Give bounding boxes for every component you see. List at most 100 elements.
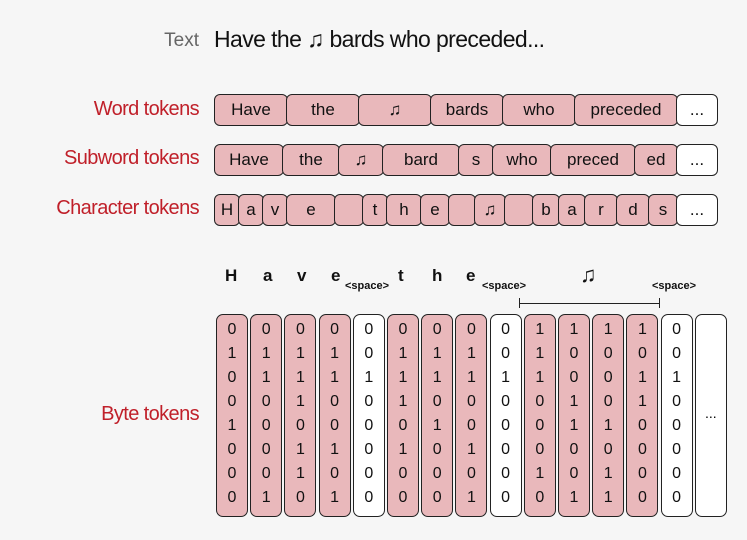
byte-header: a: [263, 266, 273, 285]
byte-bit: 1: [261, 345, 271, 362]
byte-bit: 0: [501, 489, 511, 506]
byte-bit: 0: [432, 321, 442, 338]
byte-bit: 1: [398, 393, 408, 410]
byte-bit: 1: [569, 393, 579, 410]
byte-bit: 1: [637, 321, 647, 338]
byte-bit: 0: [672, 321, 682, 338]
byte-bit: 0: [432, 441, 442, 458]
byte-bit: 1: [466, 441, 476, 458]
byte-bit: 1: [330, 369, 340, 386]
char-token: v: [262, 194, 288, 226]
byte-bit: 0: [466, 393, 476, 410]
word-token: preceded: [574, 94, 678, 126]
byte-bit: 1: [603, 417, 613, 434]
byte-bit: 0: [501, 465, 511, 482]
text-row-label: Text: [164, 30, 199, 51]
byte-bit: 1: [603, 465, 613, 482]
byte-bit: 1: [501, 369, 511, 386]
char-token-space: [504, 194, 534, 226]
byte-bit: 1: [432, 369, 442, 386]
byte-bit: 0: [603, 345, 613, 362]
byte-bit: 0: [364, 321, 374, 338]
byte-bit: 0: [364, 489, 374, 506]
byte-bit: 0: [330, 393, 340, 410]
byte-bit: 0: [398, 417, 408, 434]
word-token-ellipsis: ...: [676, 94, 718, 126]
char-token: a: [238, 194, 264, 226]
byte-bit: 0: [501, 345, 511, 362]
byte-bit: 1: [637, 393, 647, 410]
byte-bit: 0: [535, 417, 545, 434]
byte-bit: 0: [535, 393, 545, 410]
byte-bit: 0: [364, 417, 374, 434]
subword-token: s: [458, 144, 494, 176]
char-token: d: [616, 194, 650, 226]
text-row-value: Have the ♫ bards who preceded...: [214, 26, 545, 52]
byte-bit: 0: [672, 465, 682, 482]
char-token: h: [386, 194, 422, 226]
byte-bit: 1: [535, 369, 545, 386]
char-token: ♫: [474, 194, 506, 226]
subword-token: Have: [214, 144, 284, 176]
byte-bit: 1: [535, 465, 545, 482]
multibyte-bracket-right: [659, 298, 660, 308]
byte-bit: 0: [227, 465, 237, 482]
byte-bit: 0: [227, 489, 237, 506]
byte-bit: 0: [364, 393, 374, 410]
byte-bit: 0: [261, 441, 271, 458]
byte-bit: 0: [501, 441, 511, 458]
char-token: r: [584, 194, 618, 226]
char-token: t: [362, 194, 388, 226]
byte-bit: 1: [398, 345, 408, 362]
subword-tokens-label: Subword tokens: [63, 147, 200, 169]
byte-bit: 0: [227, 321, 237, 338]
byte-bit: 0: [432, 393, 442, 410]
byte-bit: 0: [398, 489, 408, 506]
byte-bit: 0: [637, 465, 647, 482]
byte-bit: 0: [569, 465, 579, 482]
byte-bit: 1: [466, 489, 476, 506]
byte-bit: 1: [398, 369, 408, 386]
byte-bit: 0: [295, 321, 305, 338]
byte-bit: 0: [637, 417, 647, 434]
char-token: e: [286, 194, 336, 226]
byte-bit: 0: [535, 489, 545, 506]
byte-bit: 0: [466, 321, 476, 338]
byte-header-space: <space>: [345, 280, 390, 292]
multibyte-bracket: [519, 303, 659, 304]
byte-bit: 0: [569, 345, 579, 362]
char-token: b: [532, 194, 560, 226]
word-tokens-label: Word tokens: [93, 98, 200, 120]
subword-token: preced: [550, 144, 636, 176]
byte-bit: 0: [295, 417, 305, 434]
char-token: H: [214, 194, 240, 226]
word-token: the: [286, 94, 360, 126]
byte-bit: 0: [672, 489, 682, 506]
byte-bit: 0: [535, 441, 545, 458]
byte-header-space: <space>: [652, 280, 697, 292]
character-tokens-label: Character tokens: [56, 197, 199, 219]
char-token: e: [420, 194, 450, 226]
byte-ellipsis: ...: [704, 405, 717, 421]
byte-bit: 0: [569, 441, 579, 458]
byte-header: h: [432, 266, 443, 285]
byte-bit: 1: [603, 489, 613, 506]
subword-token: who: [492, 144, 552, 176]
byte-bit: 0: [432, 465, 442, 482]
word-token: bards: [430, 94, 504, 126]
byte-header: e: [331, 266, 341, 285]
word-token: who: [502, 94, 576, 126]
byte-bit: 0: [603, 441, 613, 458]
byte-bit: 1: [261, 369, 271, 386]
word-token: ♫: [358, 94, 432, 126]
byte-bit: 0: [330, 465, 340, 482]
byte-bit: 0: [637, 489, 647, 506]
